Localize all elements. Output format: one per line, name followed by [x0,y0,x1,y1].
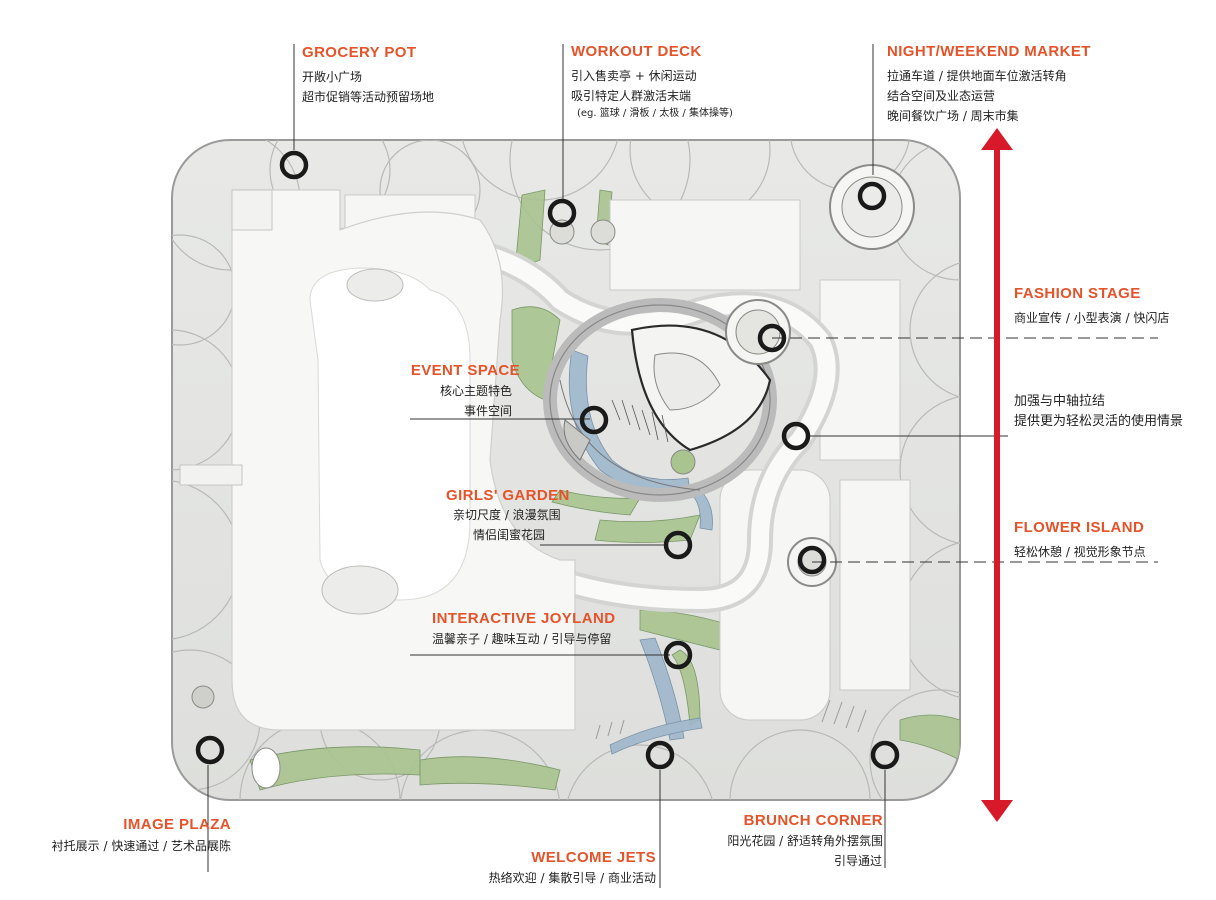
axis-note-line-1: 加强与中轴拉结 [1014,394,1106,409]
image-plaza-line-1: 衬托展示 / 快速通过 / 艺术品展陈 [51,839,231,853]
workout-deck-line-2: 吸引特定人群激活末端 [571,89,692,103]
welcome-jets-title: WELCOME JETS [531,849,656,866]
marker-joyland [663,640,693,670]
event-space-title: EVENT SPACE [410,362,520,379]
marker-image-plaza [195,735,225,765]
marker-fashion-stage [757,323,787,353]
night-market-line-3: 晚间餐饮广场 / 周末市集 [887,109,1019,123]
label-image-plaza: IMAGE PLAZA 衬托展示 / 快速通过 / 艺术品展陈 [52,816,231,856]
marker-welcome-jets [645,740,675,770]
workout-deck-note: (eg. 篮球 / 滑板 / 太极 / 集体操等) [577,108,733,119]
label-workout-deck: WORKOUT DECK 引入售卖亭 + 休闲运动 吸引特定人群激活末端 (eg… [571,43,733,122]
grocery-pot-line-2: 超市促销等活动预留场地 [302,90,435,104]
location-markers [195,150,900,770]
marker-night-market [857,181,887,211]
night-market-title: NIGHT/WEEKEND MARKET [887,43,1091,60]
marker-grocery-pot [279,150,309,180]
label-grocery-pot: GROCERY POT 开敞小广场 超市促销等活动预留场地 [302,44,434,107]
label-joyland: INTERACTIVE JOYLAND 温馨亲子 / 趣味互动 / 引导与停留 [432,610,615,649]
night-market-line-1: 拉通车道 / 提供地面车位激活转角 [887,69,1067,83]
marker-brunch-corner [870,740,900,770]
joyland-line-1: 温馨亲子 / 趣味互动 / 引导与停留 [432,632,612,646]
girls-garden-line-2: 情侣闺蜜花园 [473,528,546,542]
event-space-line-1: 核心主题特色 [439,384,512,398]
grocery-pot-title: GROCERY POT [302,44,417,61]
axis-arrow [981,128,1013,822]
workout-deck-line-1: 引入售卖亭 + 休闲运动 [571,69,697,83]
night-market-line-2: 结合空间及业态运营 [887,89,996,103]
welcome-jets-line-1: 热络欢迎 / 集散引导 / 商业活动 [488,871,656,885]
site-detail [172,140,960,800]
label-axis-note: 加强与中轴拉结 提供更为轻松灵活的使用情景 [1014,392,1183,432]
label-event-space: EVENT SPACE 核心主题特色 事件空间 [411,362,520,421]
label-fashion-stage: FASHION STAGE 商业宣传 / 小型表演 / 快闪店 [1014,285,1169,328]
grocery-pot-line-1: 开敞小广场 [302,70,363,84]
brunch-corner-line-2: 引导通过 [833,854,882,868]
leader-lines [207,44,1158,888]
marker-flower-island [797,545,827,575]
fashion-stage-title: FASHION STAGE [1014,285,1141,302]
label-night-market: NIGHT/WEEKEND MARKET 拉通车道 / 提供地面车位激活转角 结… [887,43,1091,126]
flower-island-title: FLOWER ISLAND [1014,519,1145,536]
marker-axis [781,421,811,451]
label-flower-island: FLOWER ISLAND 轻松休憩 / 视觉形象节点 [1014,519,1146,562]
label-welcome-jets: WELCOME JETS 热络欢迎 / 集散引导 / 商业活动 [489,849,656,888]
flower-island-line-1: 轻松休憩 / 视觉形象节点 [1014,545,1146,559]
event-space-line-2: 事件空间 [463,404,512,418]
girls-garden-title: GIRLS' GARDEN [446,487,570,504]
joyland-title: INTERACTIVE JOYLAND [432,610,616,627]
label-brunch-corner: BRUNCH CORNER 阳光花园 / 舒适转角外摆氛围 引导通过 [727,812,883,871]
girls-garden-line-1: 亲切尺度 / 浪漫氛围 [453,508,561,522]
brunch-corner-line-1: 阳光花园 / 舒适转角外摆氛围 [727,834,883,848]
workout-deck-title: WORKOUT DECK [571,43,702,60]
marker-girls-garden [663,530,693,560]
image-plaza-title: IMAGE PLAZA [123,816,231,833]
brunch-corner-title: BRUNCH CORNER [743,812,883,829]
marker-event-space [579,405,609,435]
axis-note-line-2: 提供更为轻松灵活的使用情景 [1014,414,1184,429]
label-girls-garden: GIRLS' GARDEN 亲切尺度 / 浪漫氛围 情侣闺蜜花园 [446,487,570,545]
fashion-stage-line-1: 商业宣传 / 小型表演 / 快闪店 [1014,311,1170,325]
marker-workout-deck [547,198,577,228]
